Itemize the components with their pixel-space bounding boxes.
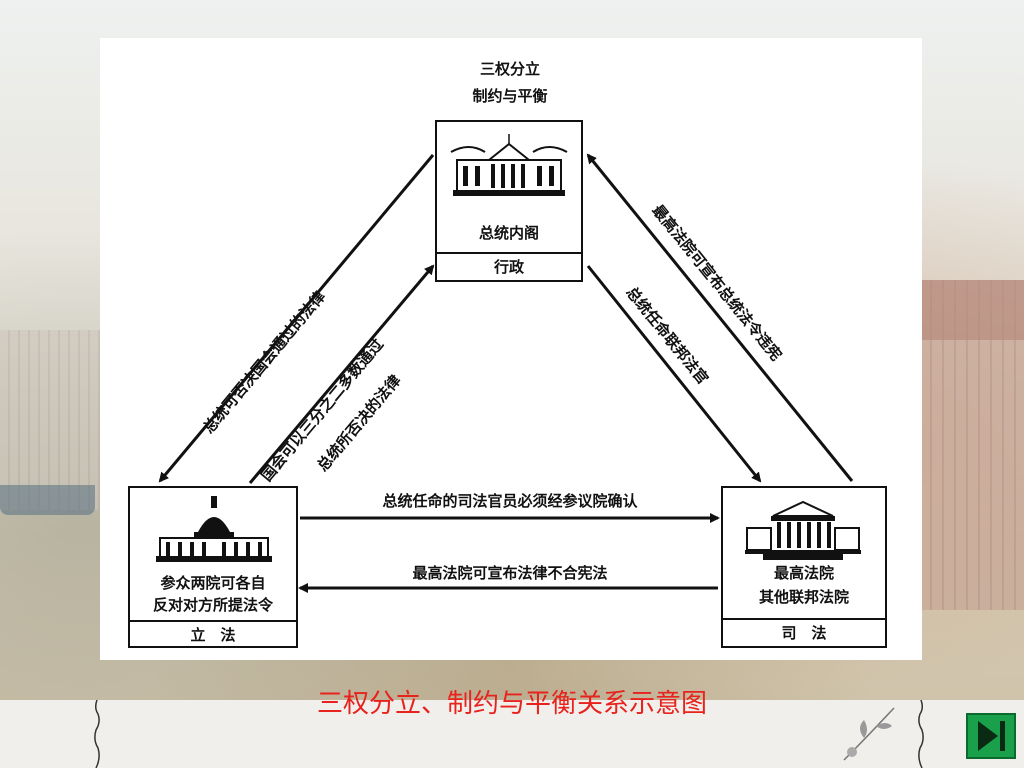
executive-box: 总统内阁 行政	[435, 120, 583, 282]
scroll-edge-left	[94, 700, 100, 768]
flower-sprig-icon	[843, 707, 895, 761]
judicial-name-line2: 其他联邦法院	[758, 588, 849, 606]
scroll-edge-right	[918, 700, 924, 768]
legislative-label: 立 法	[190, 626, 236, 644]
arrow-leg-to-exec	[248, 264, 435, 484]
diagram-arrows	[158, 153, 854, 593]
next-slide-icon	[978, 721, 1005, 751]
capitol-icon	[156, 496, 272, 562]
background-building-left	[0, 330, 100, 510]
legislative-name-line2: 反对对方所提法令	[152, 596, 273, 614]
arrow-exec-to-jud	[586, 265, 762, 483]
background-building-right	[920, 280, 1024, 610]
judicial-label: 司 法	[781, 624, 827, 642]
background-boat	[0, 485, 95, 515]
white-house-icon	[450, 134, 568, 196]
supreme-court-icon	[745, 500, 861, 560]
arrow-label-jud-to-leg: 最高法院可宣布法律不合宪法	[412, 564, 608, 582]
arrow-jud-to-exec	[586, 153, 854, 482]
legislative-name-line1: 参众两院可各自	[160, 574, 266, 592]
executive-label: 行政	[493, 258, 524, 276]
arrow-label-leg-to-jud: 总统任命的司法官员必须经参议院确认	[382, 492, 638, 510]
arrow-exec-to-leg	[158, 154, 435, 483]
legislative-box: 参众两院可各自 反对对方所提法令 立 法	[128, 486, 298, 648]
diagram-title-line2: 制约与平衡	[472, 87, 548, 105]
executive-name: 总统内阁	[478, 224, 539, 242]
judicial-box: 最高法院 其他联邦法院 司 法	[721, 486, 887, 648]
diagram-title-line1: 三权分立	[479, 60, 540, 78]
slide-caption: 三权分立、制约与平衡关系示意图	[316, 689, 707, 719]
judicial-name-line1: 最高法院	[773, 564, 834, 582]
next-slide-button[interactable]	[966, 713, 1016, 759]
